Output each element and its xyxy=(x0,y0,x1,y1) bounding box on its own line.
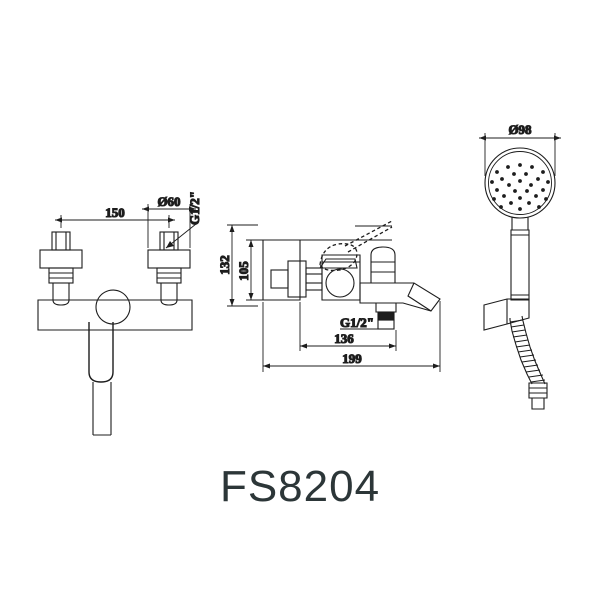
front-mixer-body xyxy=(37,299,193,331)
dim-front-flange xyxy=(142,204,196,248)
leader-front-inlet-thread xyxy=(165,223,197,249)
page-title: FS8204 xyxy=(219,462,381,511)
dim-label-front-centres: 150 xyxy=(105,205,125,220)
shower-head xyxy=(484,147,556,219)
dim-label-side-spout-projection: 136 xyxy=(334,331,354,346)
front-right-union xyxy=(147,231,191,306)
hand-shower-view: Ø98 xyxy=(479,121,561,410)
front-left-union xyxy=(39,231,83,306)
dim-height-132 xyxy=(227,224,258,307)
shower-hose-connector xyxy=(528,382,548,410)
front-lever-handle xyxy=(88,289,131,436)
front-elevation-view: 150 Ø60 G1/2" xyxy=(37,190,258,436)
dim-shower-head-diameter xyxy=(479,133,561,176)
dim-label-front-inlet-thread: G1/2" xyxy=(187,191,202,225)
side-lever-handle-open xyxy=(319,220,393,272)
dim-label-side-body-height: 105 xyxy=(236,261,251,281)
shower-neck xyxy=(511,217,529,231)
side-top-reference-line xyxy=(263,225,392,241)
side-diverter-knob xyxy=(325,268,355,298)
dim-label-height-132: 132 xyxy=(217,255,232,275)
side-elevation-view: 105 G1/2" 136 199 xyxy=(235,220,441,372)
side-shower-outlet xyxy=(375,303,397,330)
dim-label-side-overall-projection: 199 xyxy=(342,351,362,366)
side-wall-union xyxy=(270,260,323,298)
side-diverter-button xyxy=(370,246,396,284)
side-spout-body xyxy=(359,282,441,312)
shower-hose xyxy=(509,315,546,385)
shower-handle xyxy=(510,229,530,301)
shower-wall-bracket xyxy=(483,298,530,331)
dim-side-overall-projection xyxy=(262,301,441,372)
dim-front-centres xyxy=(55,215,175,228)
dim-label-shower-head-diameter: Ø98 xyxy=(508,122,532,137)
dim-side-spout-projection xyxy=(299,302,397,351)
shower-spray-holes xyxy=(490,163,550,211)
dim-label-side-outlet-thread: G1/2" xyxy=(340,315,374,330)
dim-side-body-height xyxy=(246,239,296,301)
side-lever-handle-closed xyxy=(318,258,358,269)
dim-label-front-flange: Ø60 xyxy=(157,194,180,209)
